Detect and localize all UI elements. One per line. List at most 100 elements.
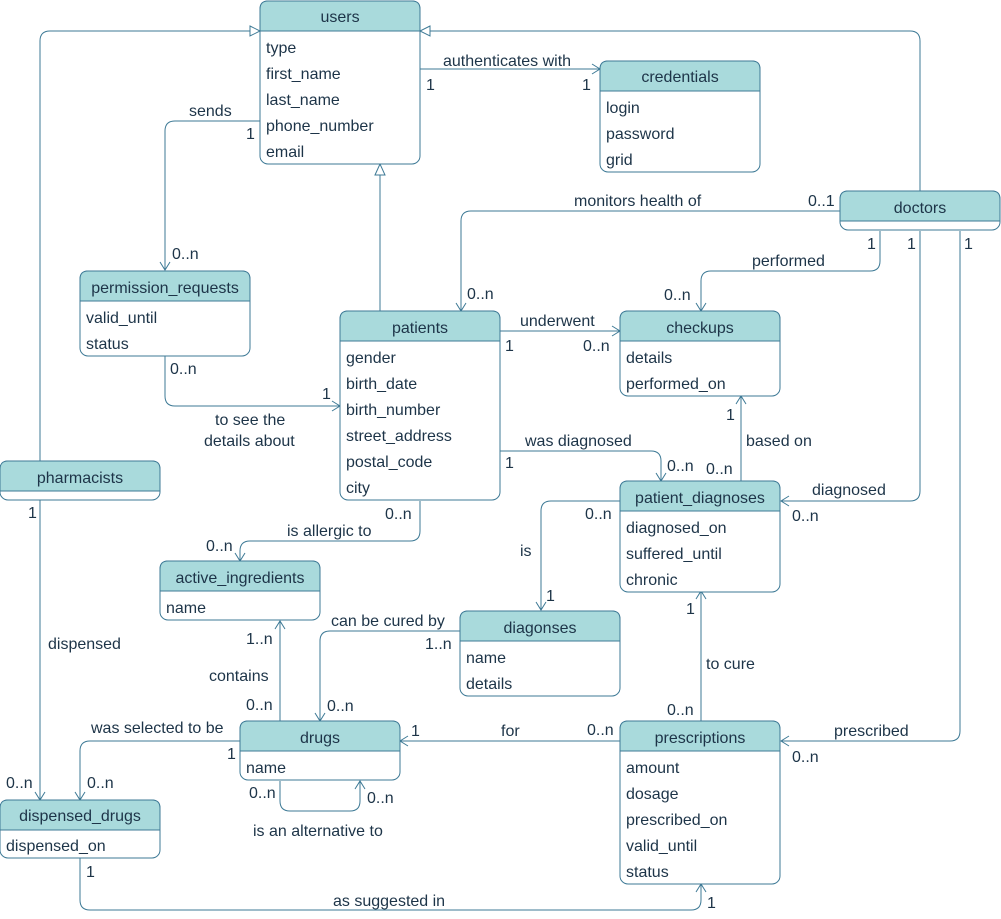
mult-drugs-dispensed-dst: 0..n bbox=[87, 775, 114, 792]
entity-field: performed_on bbox=[626, 376, 726, 393]
entity-title: prescriptions bbox=[655, 730, 746, 747]
mult-permission-patients-src: 0..n bbox=[170, 361, 197, 378]
entity-active-ingredients[interactable]: active_ingredients name bbox=[159, 560, 321, 621]
entity-field: name bbox=[466, 650, 506, 667]
label-contains: contains bbox=[209, 668, 269, 685]
mult-drugs-ingredients-src: 0..n bbox=[246, 697, 273, 714]
mult-prescriptions-diagnoses-dst: 1 bbox=[686, 601, 695, 618]
mult-doctors-diagnoses-dst: 0..n bbox=[792, 508, 819, 525]
entity-field: diagnosed_on bbox=[626, 520, 727, 537]
mult-patients-ingredients-src: 0..n bbox=[385, 506, 412, 523]
link-pharmacists-users bbox=[39, 30, 260, 461]
mult-drugs-self-src: 0..n bbox=[249, 785, 276, 802]
link-doctors-patients bbox=[460, 210, 840, 311]
connectors bbox=[34, 25, 961, 911]
entity-title: permission_requests bbox=[91, 280, 239, 297]
mult-diagonses-drugs-src: 1..n bbox=[425, 636, 452, 653]
entity-title: drugs bbox=[300, 730, 340, 747]
entity-pharmacists[interactable]: pharmacists bbox=[0, 460, 161, 501]
link-doctors-prescriptions bbox=[781, 231, 961, 742]
link-doctors-users bbox=[420, 30, 921, 191]
mult-patients-diagnoses-src: 1 bbox=[505, 455, 514, 472]
entity-patients[interactable]: patients gender birth_date birth_number … bbox=[339, 310, 501, 501]
entity-field: gender bbox=[346, 350, 396, 367]
mult-doctors-patients-src: 0..1 bbox=[808, 193, 835, 210]
entity-patient-diagnoses[interactable]: patient_diagnoses diagnosed_on suffered_… bbox=[619, 480, 781, 593]
label-to-see-line1: to see the bbox=[215, 412, 285, 429]
mult-diagnoses-diagonses-src: 0..n bbox=[585, 506, 612, 523]
label-based-on: based on bbox=[746, 433, 812, 450]
entity-field: dosage bbox=[626, 786, 679, 803]
mult-patients-checkups-dst: 0..n bbox=[583, 338, 610, 355]
mult-diagnoses-checkups-dst: 1 bbox=[726, 407, 735, 424]
mult-users-permission-src: 1 bbox=[246, 126, 255, 143]
mult-diagonses-drugs-dst: 0..n bbox=[327, 698, 354, 715]
label-prescribed: prescribed bbox=[834, 723, 909, 740]
link-doctors-patient-diagnoses bbox=[781, 231, 921, 502]
entity-doctors[interactable]: doctors bbox=[839, 190, 1001, 231]
mult-users-credentials-src: 1 bbox=[426, 77, 435, 94]
entity-title: diagonses bbox=[504, 620, 577, 637]
entity-checkups[interactable]: checkups details performed_on bbox=[619, 310, 781, 397]
label-diagnosed: diagnosed bbox=[812, 482, 886, 499]
entity-drugs[interactable]: drugs name bbox=[239, 720, 401, 781]
label-performed: performed bbox=[752, 253, 825, 270]
entity-field: name bbox=[166, 600, 206, 617]
entity-field: phone_number bbox=[266, 118, 374, 135]
label-was-diagnosed: was diagnosed bbox=[524, 433, 632, 450]
entity-field: password bbox=[606, 126, 674, 143]
entity-field: details bbox=[466, 676, 512, 693]
mult-users-permission-dst: 0..n bbox=[172, 246, 199, 263]
entity-field: postal_code bbox=[346, 454, 432, 471]
entity-field: birth_date bbox=[346, 376, 417, 393]
entity-field: name bbox=[246, 760, 286, 777]
mult-pharmacists-dispensed-src: 1 bbox=[28, 505, 37, 522]
mult-permission-patients-dst: 1 bbox=[322, 386, 331, 403]
link-diagonses-drugs bbox=[319, 630, 460, 721]
mult-doctors-patients-dst: 0..n bbox=[467, 286, 494, 303]
label-underwent: underwent bbox=[520, 313, 595, 330]
mult-doctors-prescriptions-dst: 0..n bbox=[792, 749, 819, 766]
link-drugs-self bbox=[279, 781, 361, 812]
label-sends: sends bbox=[189, 103, 232, 120]
label-for: for bbox=[501, 723, 520, 740]
entity-field: chronic bbox=[626, 572, 678, 589]
mult-pharmacists-dispensed-dst: 0..n bbox=[6, 775, 33, 792]
entity-diagonses[interactable]: diagonses name details bbox=[459, 610, 621, 697]
link-patients-active-ingredients bbox=[239, 501, 421, 561]
entity-credentials[interactable]: credentials login password grid bbox=[599, 60, 761, 173]
entity-dispensed-drugs[interactable]: dispensed_drugs dispensed_on bbox=[0, 799, 161, 859]
mult-drugs-dispensed-src: 1 bbox=[227, 746, 236, 763]
entity-permission-requests[interactable]: permission_requests valid_until status bbox=[79, 270, 251, 357]
link-dispensed-drugs-prescriptions bbox=[79, 858, 702, 911]
entity-title: doctors bbox=[894, 200, 946, 217]
label-is: is bbox=[520, 543, 532, 560]
entity-title: active_ingredients bbox=[176, 570, 305, 587]
link-drugs-dispensed-drugs bbox=[79, 740, 240, 800]
entity-field: birth_number bbox=[346, 402, 441, 419]
mult-patients-ingredients-dst: 0..n bbox=[206, 538, 233, 555]
link-patient-diagnoses-diagonses bbox=[540, 500, 620, 610]
entity-prescriptions[interactable]: prescriptions amount dosage prescribed_o… bbox=[619, 720, 781, 885]
entity-field: first_name bbox=[266, 66, 341, 83]
link-permission-requests-patients bbox=[164, 356, 340, 407]
mult-doctors-prescriptions-src: 1 bbox=[964, 236, 973, 253]
mult-prescriptions-drugs-src: 0..n bbox=[587, 722, 614, 739]
label-monitors-health-of: monitors health of bbox=[574, 193, 702, 210]
mult-doctors-checkups-src: 1 bbox=[867, 236, 876, 253]
entity-field: details bbox=[626, 350, 672, 367]
mult-dispensed-prescriptions-dst: 1 bbox=[707, 895, 716, 912]
link-users-permission-requests bbox=[164, 120, 260, 270]
mult-patients-diagnoses-dst: 0..n bbox=[667, 458, 694, 475]
entity-field: type bbox=[266, 40, 296, 57]
entity-title: checkups bbox=[666, 320, 734, 337]
label-as-suggested-in: as suggested in bbox=[333, 893, 445, 910]
label-is-an-alternative-to: is an alternative to bbox=[253, 823, 383, 840]
entity-field: valid_until bbox=[626, 838, 697, 855]
entity-field: amount bbox=[626, 760, 680, 777]
entity-users[interactable]: users type first_name last_name phone_nu… bbox=[259, 0, 421, 165]
entity-field: dispensed_on bbox=[6, 838, 106, 855]
multiplicities: 1 1 1 0..n 0..1 0..n 1 0..n 1 0..n 1 0..… bbox=[6, 77, 973, 912]
label-is-allergic-to: is allergic to bbox=[287, 523, 372, 540]
